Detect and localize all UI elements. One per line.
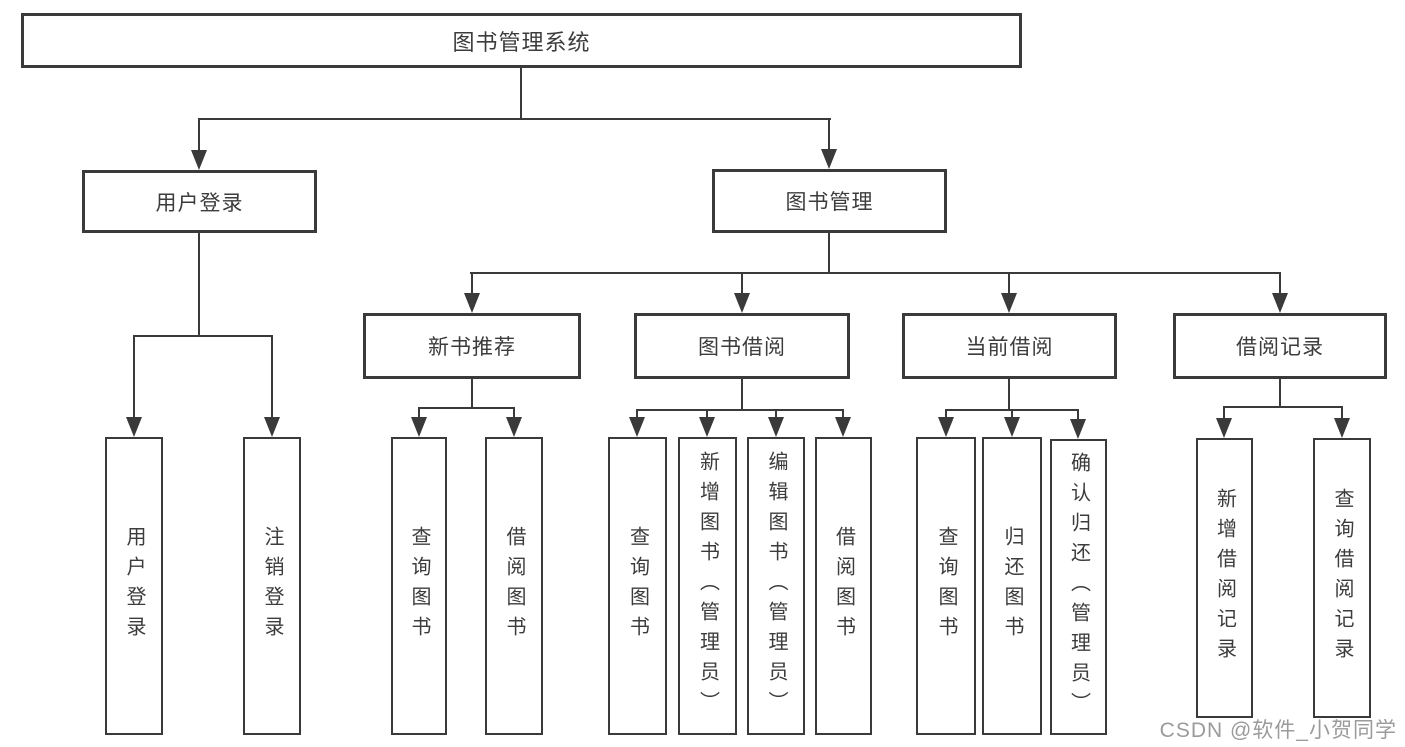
leaf-borrow-books-label: 借阅图书 xyxy=(832,526,855,646)
connector-book-management-stem xyxy=(828,233,830,272)
connector-borrowing-stem xyxy=(741,379,743,409)
arrowhead-book-borrowing xyxy=(734,293,750,313)
leaf-query-books-recommend-label: 查询图书 xyxy=(408,526,430,646)
leaf-query-books-recommend: 查询图书 xyxy=(391,437,447,735)
connector-recommend-stem xyxy=(471,379,473,407)
leaf-confirm-return-admin: 确认归还（管理员） xyxy=(1050,439,1107,735)
arrowhead-borrowing-records xyxy=(1272,293,1288,313)
arrowhead-borrow-books-recommend xyxy=(506,417,522,437)
arrowhead-new-book-recommend xyxy=(464,293,480,313)
leaf-edit-books-admin-label: 编辑图书（管理员） xyxy=(765,451,787,721)
connector-drop-add-borrow-record xyxy=(1223,406,1225,418)
leaf-return-books: 归还图书 xyxy=(982,437,1042,735)
connector-drop-edit-books-admin xyxy=(775,409,777,418)
connector-root-stem xyxy=(520,68,522,118)
connector-book-management-split xyxy=(470,272,1281,274)
node-new-book-recommend-label: 新书推荐 xyxy=(428,336,516,359)
node-book-management-label: 图书管理 xyxy=(785,191,874,214)
connector-user-login-split xyxy=(133,335,273,337)
leaf-user-login: 用户登录 xyxy=(105,437,163,735)
node-root: 图书管理系统 xyxy=(21,13,1022,68)
connector-records-split xyxy=(1223,406,1343,408)
connector-drop-borrowing-records xyxy=(1279,272,1281,294)
arrowhead-add-borrow-record xyxy=(1216,418,1232,438)
leaf-query-books-current-label: 查询图书 xyxy=(935,526,957,646)
arrowhead-user-login xyxy=(191,150,207,170)
node-user-login-label: 用户登录 xyxy=(155,191,244,215)
arrowhead-confirm-return xyxy=(1070,419,1086,439)
node-book-borrowing: 图书借阅 xyxy=(634,313,850,379)
connector-drop-query-books-current xyxy=(945,409,947,418)
arrowhead-current-borrowing xyxy=(1001,293,1017,313)
leaf-add-books-admin-label: 新增图书（管理员） xyxy=(696,451,719,721)
leaf-edit-books-admin: 编辑图书（管理员） xyxy=(747,437,805,735)
node-new-book-recommend: 新书推荐 xyxy=(363,313,581,379)
connector-drop-user-login xyxy=(198,118,200,151)
connector-drop-borrow-books xyxy=(842,409,844,418)
leaf-return-books-label: 归还图书 xyxy=(1001,526,1023,646)
arrowhead-borrow-books xyxy=(835,417,851,437)
leaf-borrow-books-recommend: 借阅图书 xyxy=(485,437,543,735)
connector-drop-book-borrowing xyxy=(741,272,743,294)
leaf-logout-label: 注销登录 xyxy=(261,526,283,646)
node-book-borrowing-label: 图书借阅 xyxy=(698,336,786,359)
node-borrowing-records-label: 借阅记录 xyxy=(1236,336,1324,359)
connector-drop-leaf-logout xyxy=(271,335,273,418)
connector-user-login-stem xyxy=(198,233,200,335)
node-current-borrowing: 当前借阅 xyxy=(902,313,1117,379)
connector-drop-query-books-recommend xyxy=(418,407,420,418)
leaf-query-books-borrowing: 查询图书 xyxy=(608,437,667,735)
connector-current-stem xyxy=(1008,379,1010,409)
leaf-logout: 注销登录 xyxy=(243,437,301,735)
node-user-login: 用户登录 xyxy=(82,170,317,233)
arrowhead-query-books-borrowing xyxy=(629,417,645,437)
connector-records-stem xyxy=(1279,379,1281,406)
connector-borrowing-split xyxy=(636,409,844,411)
connector-drop-current-borrowing xyxy=(1008,272,1010,294)
arrowhead-query-books-current xyxy=(938,417,954,437)
leaf-borrow-books-recommend-label: 借阅图书 xyxy=(503,526,525,646)
connector-drop-confirm-return xyxy=(1077,409,1079,420)
connector-drop-borrow-books-recommend xyxy=(513,407,515,418)
leaf-add-borrow-record: 新增借阅记录 xyxy=(1196,438,1253,718)
arrowhead-leaf-user-login xyxy=(126,417,142,437)
arrowhead-leaf-logout xyxy=(264,417,280,437)
leaf-confirm-return-admin-label: 确认归还（管理员） xyxy=(1067,452,1090,722)
connector-recommend-split xyxy=(418,407,515,409)
arrowhead-edit-books-admin xyxy=(768,417,784,437)
csdn-watermark: CSDN @软件_小贺同学 xyxy=(1159,719,1397,742)
arrowhead-book-management xyxy=(821,149,837,169)
arrowhead-query-books-recommend xyxy=(411,417,427,437)
connector-drop-new-book-recommend xyxy=(471,272,473,294)
connector-drop-book-management xyxy=(828,118,830,150)
leaf-query-books-borrowing-label: 查询图书 xyxy=(626,526,649,646)
node-borrowing-records: 借阅记录 xyxy=(1173,313,1387,379)
leaf-query-books-current: 查询图书 xyxy=(916,437,976,735)
arrowhead-add-books-admin xyxy=(699,417,715,437)
connector-root-split xyxy=(198,118,831,120)
connector-drop-query-books-borrowing xyxy=(636,409,638,418)
node-current-borrowing-label: 当前借阅 xyxy=(965,336,1054,359)
connector-drop-add-books-admin xyxy=(706,409,708,418)
connector-drop-query-borrow-record xyxy=(1341,406,1343,418)
leaf-query-borrow-record: 查询借阅记录 xyxy=(1313,438,1371,718)
node-root-label: 图书管理系统 xyxy=(452,29,591,55)
connector-drop-leaf-user-login xyxy=(133,335,135,418)
arrowhead-query-borrow-record xyxy=(1334,418,1350,438)
leaf-user-login-label: 用户登录 xyxy=(123,526,145,646)
node-book-management: 图书管理 xyxy=(712,169,947,233)
leaf-query-borrow-record-label: 查询借阅记录 xyxy=(1331,488,1353,668)
connector-drop-return-books xyxy=(1011,409,1013,418)
leaf-add-borrow-record-label: 新增借阅记录 xyxy=(1213,488,1236,668)
leaf-add-books-admin: 新增图书（管理员） xyxy=(678,437,737,735)
arrowhead-return-books xyxy=(1004,417,1020,437)
leaf-borrow-books: 借阅图书 xyxy=(815,437,872,735)
